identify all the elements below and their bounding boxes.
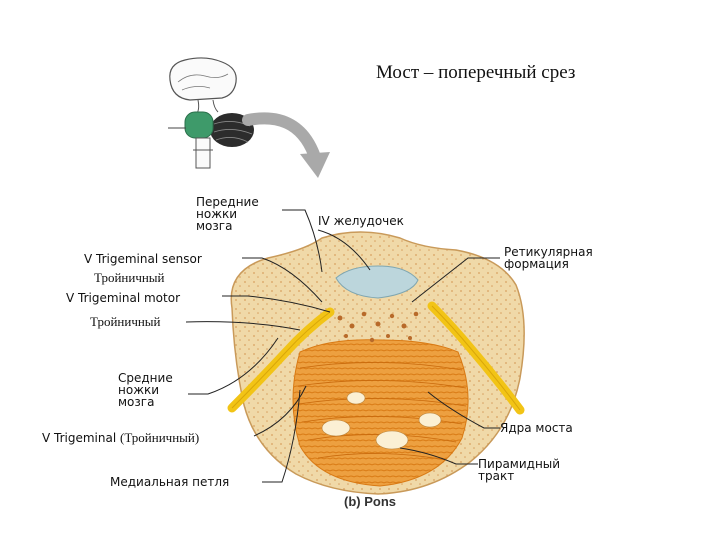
figure-caption-name: Pons <box>364 494 396 509</box>
label-trigeminal-nerve-en: V Trigeminal <box>42 431 116 445</box>
label-cerebral-peduncles: Передние ножки мозга <box>196 196 259 232</box>
page-title: Мост – поперечный срез <box>376 62 575 84</box>
label-trigeminal-sensor: V Trigeminal sensor <box>84 253 202 265</box>
brain-orientation-icon <box>168 58 254 168</box>
label-reticular-formation: Ретикулярная формация <box>504 246 593 270</box>
label-fourth-ventricle: IV желудочек <box>318 215 404 227</box>
figure-caption: (b) Pons <box>344 494 396 509</box>
label-reticular-formation-line2: формация <box>504 258 593 270</box>
label-cerebral-peduncles-line3: мозга <box>196 220 259 232</box>
label-pyramidal-tract-line2: тракт <box>478 470 560 482</box>
pons-cross-section <box>231 232 524 494</box>
label-trigeminal-sensor-ru: Тройничный <box>94 272 165 284</box>
label-medial-lemniscus: Медиальная петля <box>110 476 229 488</box>
figure-caption-letter: (b) <box>344 494 361 509</box>
label-pontine-nuclei: Ядра моста <box>500 422 573 434</box>
curved-arrow-icon <box>248 118 330 178</box>
label-trigeminal-nerve: V Trigeminal (Тройничный) <box>42 432 199 444</box>
label-trigeminal-motor-ru: Тройничный <box>90 316 161 328</box>
label-trigeminal-nerve-ru: (Тройничный) <box>120 430 199 445</box>
label-middle-peduncles-line3: мозга <box>118 396 173 408</box>
label-middle-peduncles: Средние ножки мозга <box>118 372 173 408</box>
label-pyramidal-tract: Пирамидный тракт <box>478 458 560 482</box>
label-trigeminal-motor: V Trigeminal motor <box>66 292 180 304</box>
